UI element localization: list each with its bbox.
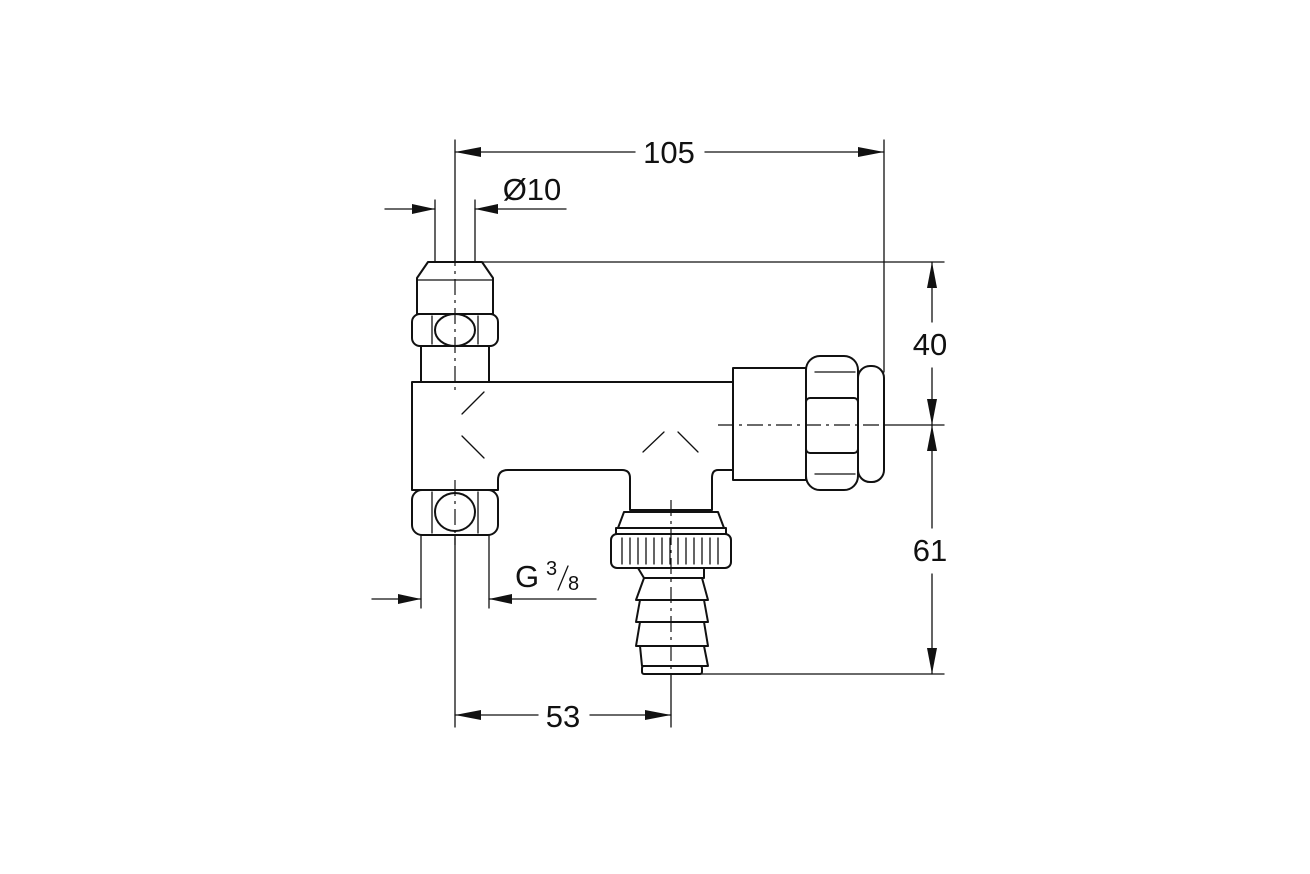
thread-label-prefix: G xyxy=(515,559,539,594)
center-lines xyxy=(454,250,880,674)
knurling-marks xyxy=(621,537,719,565)
dimension-label-height-upper: 40 xyxy=(913,327,947,362)
thread-label-numerator: 3 xyxy=(546,558,557,580)
valve-body xyxy=(411,381,734,511)
thread-label-fraction-bar xyxy=(557,565,569,591)
dimension-label-hose-offset: 53 xyxy=(546,699,580,734)
thread-label-denominator: 8 xyxy=(568,573,579,595)
dimension-lines xyxy=(371,139,945,728)
dimension-label-height-lower: 61 xyxy=(913,533,947,568)
right-outlet-fitting xyxy=(732,355,885,491)
thread-label: G 3 8 xyxy=(515,558,579,595)
dimension-label-overall-width: 105 xyxy=(643,135,695,170)
dimension-label-diameter: Ø10 xyxy=(503,172,562,207)
